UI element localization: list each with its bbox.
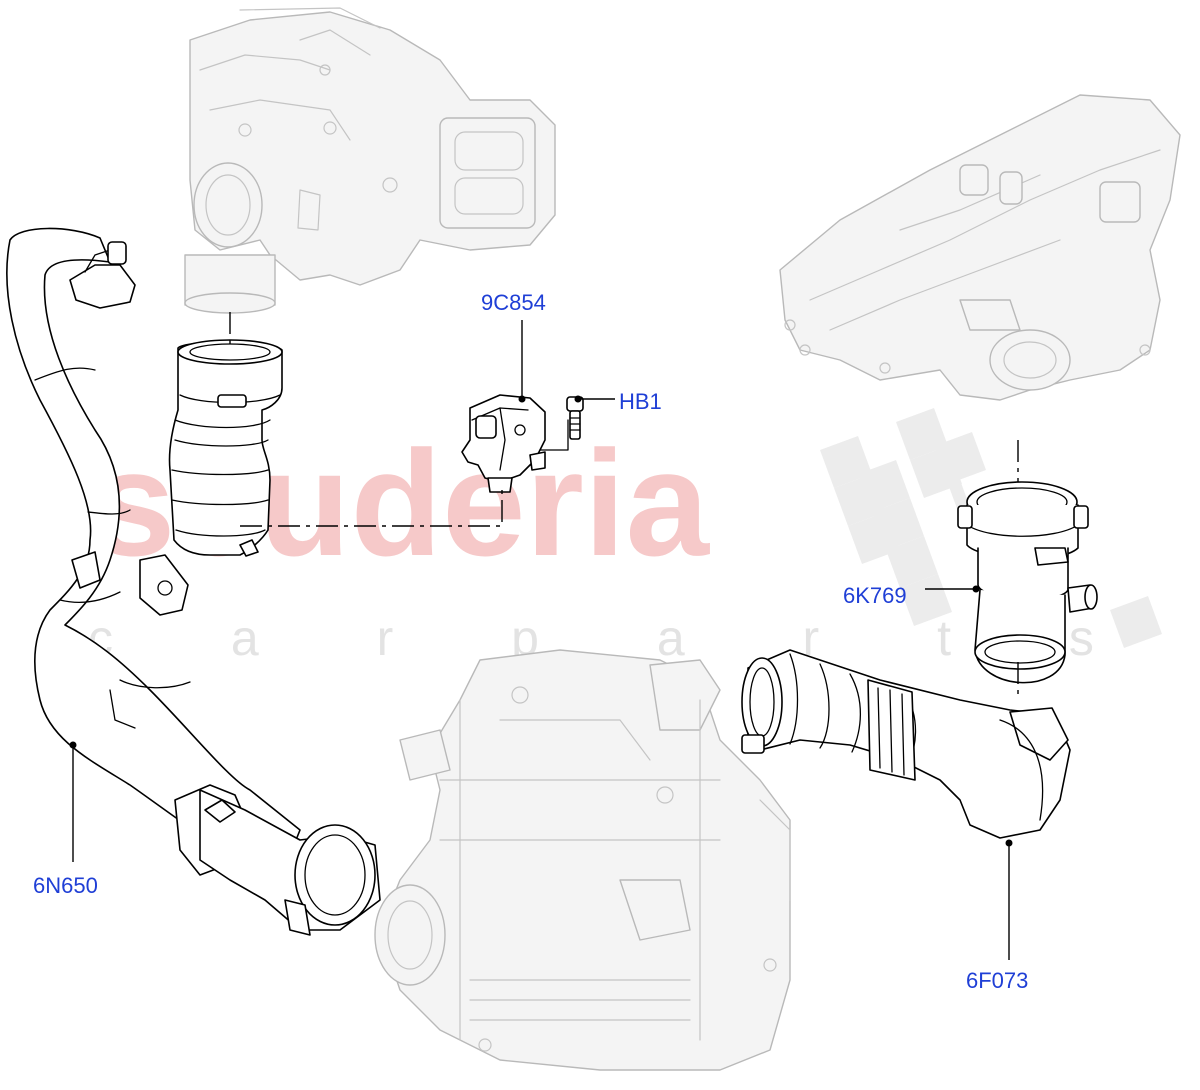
callout-6N650: 6N650 — [33, 873, 98, 898]
intercooler-ghost — [374, 649, 791, 1071]
callout-6F073: 6F073 — [966, 968, 1028, 993]
turbocharger-ghost — [184, 7, 556, 314]
hose-6F073 — [741, 649, 1071, 839]
callout-6K769: 6K769 — [843, 583, 907, 608]
leader-dot-6N650 — [69, 741, 77, 749]
turbo-outlet-pipe — [168, 339, 283, 557]
callout-labels: 9C854 HB1 6K769 6N650 6F073 — [33, 290, 1028, 993]
callout-9C854: 9C854 — [481, 290, 546, 315]
leader-dot-HB1 — [574, 395, 582, 403]
bolt-HB1 — [566, 396, 584, 440]
leader-dot-6F073 — [1005, 839, 1013, 847]
adapter-6K769 — [957, 481, 1098, 684]
hose-6N650 — [6, 227, 381, 936]
intake-manifold-ghost — [779, 94, 1181, 401]
leader-dot-6K769 — [972, 585, 980, 593]
callout-HB1: HB1 — [619, 389, 662, 414]
valve-9C854 — [461, 394, 569, 493]
leader-lines — [69, 320, 1013, 960]
assembly-lines — [229, 312, 1019, 700]
leader-dot-9C854 — [518, 395, 526, 403]
